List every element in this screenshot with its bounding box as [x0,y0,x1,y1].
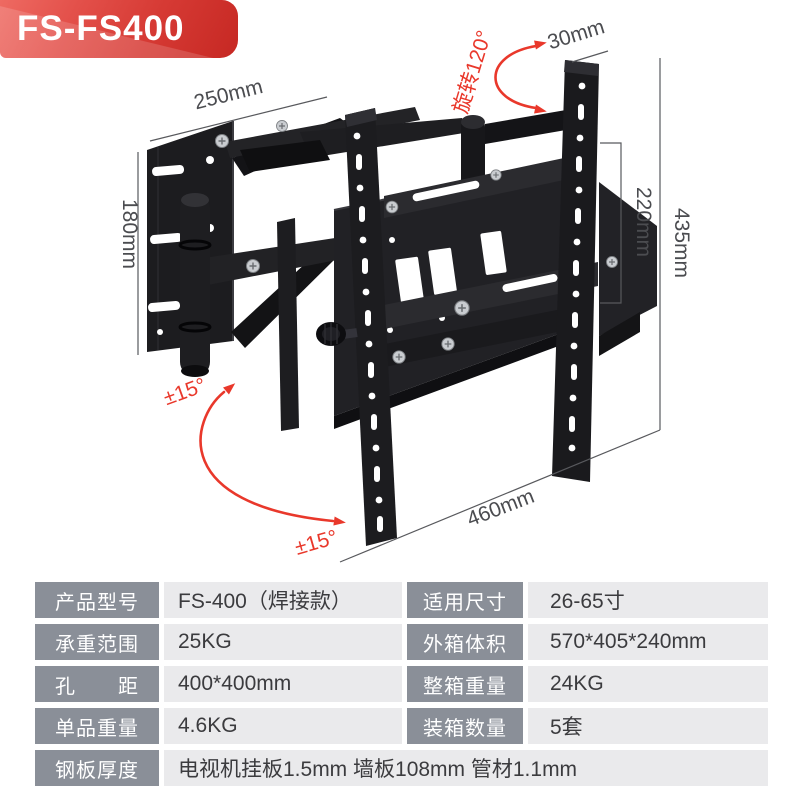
spec-label: 承重范围 [35,624,159,660]
spec-value: 400*400mm [164,666,402,702]
spec-label: 孔 距 [35,666,159,702]
dim-30mm-label: 30mm [545,15,608,54]
spec-label: 适用尺寸 [407,582,523,618]
pivot-tube-front [178,193,212,377]
dimension-rail-width: 30mm [545,15,609,63]
dim-220mm-label: 220mm [632,187,655,257]
rotation-label: 旋转120° [449,28,496,116]
spec-label: 钢板厚度 [35,750,159,786]
spec-label: 装箱数量 [407,708,523,744]
dimension-inner-height: 220mm [600,142,655,304]
dim-435mm-label: 435mm [670,208,693,278]
spec-value: 25KG [164,624,402,660]
spec-value: 电视机挂板1.5mm 墙板108mm 管材1.1mm [164,750,768,786]
tilt-upper-label: ±15° [161,374,210,410]
spec-label: 产品型号 [35,582,159,618]
dim-460mm-label: 460mm [464,485,538,532]
crossbars [380,158,598,368]
dim-180mm-label: 180mm [118,199,141,269]
spec-value: FS-400（焊接款） [164,582,402,618]
rotation-annotation: 旋转120° [449,28,548,116]
dim-250mm-label: 250mm [192,75,266,114]
top-link-bar [485,110,566,144]
tilt-link-bar [277,218,299,431]
model-badge: FS-FS400 [0,0,238,58]
right-rail [552,60,599,482]
left-rail [345,108,397,546]
product-diagram: 250mm 180mm 30mm 旋转120° 220mm 435mm 460m… [118,15,693,563]
spec-table: 产品型号 FS-400（焊接款） 适用尺寸 26-65寸 承重范围 25KG 外… [35,582,768,786]
dimension-wall-plate-height: 180mm [118,152,141,355]
spec-value: 5套 [528,708,768,744]
spec-value: 570*405*240mm [528,624,768,660]
tilt-lower-label: ±15° [292,526,340,560]
spec-value: 24KG [528,666,768,702]
tilt-knob [316,322,358,346]
dimension-total-height: 435mm [659,58,693,430]
model-badge-label: FS-FS400 [17,9,185,48]
spec-label: 外箱体积 [407,624,523,660]
spec-value: 26-65寸 [528,582,768,618]
spec-label: 单品重量 [35,708,159,744]
spec-value: 4.6KG [164,708,402,744]
tilt-annotation: ±15° ±15° [161,374,347,560]
spec-label: 整箱重量 [407,666,523,702]
